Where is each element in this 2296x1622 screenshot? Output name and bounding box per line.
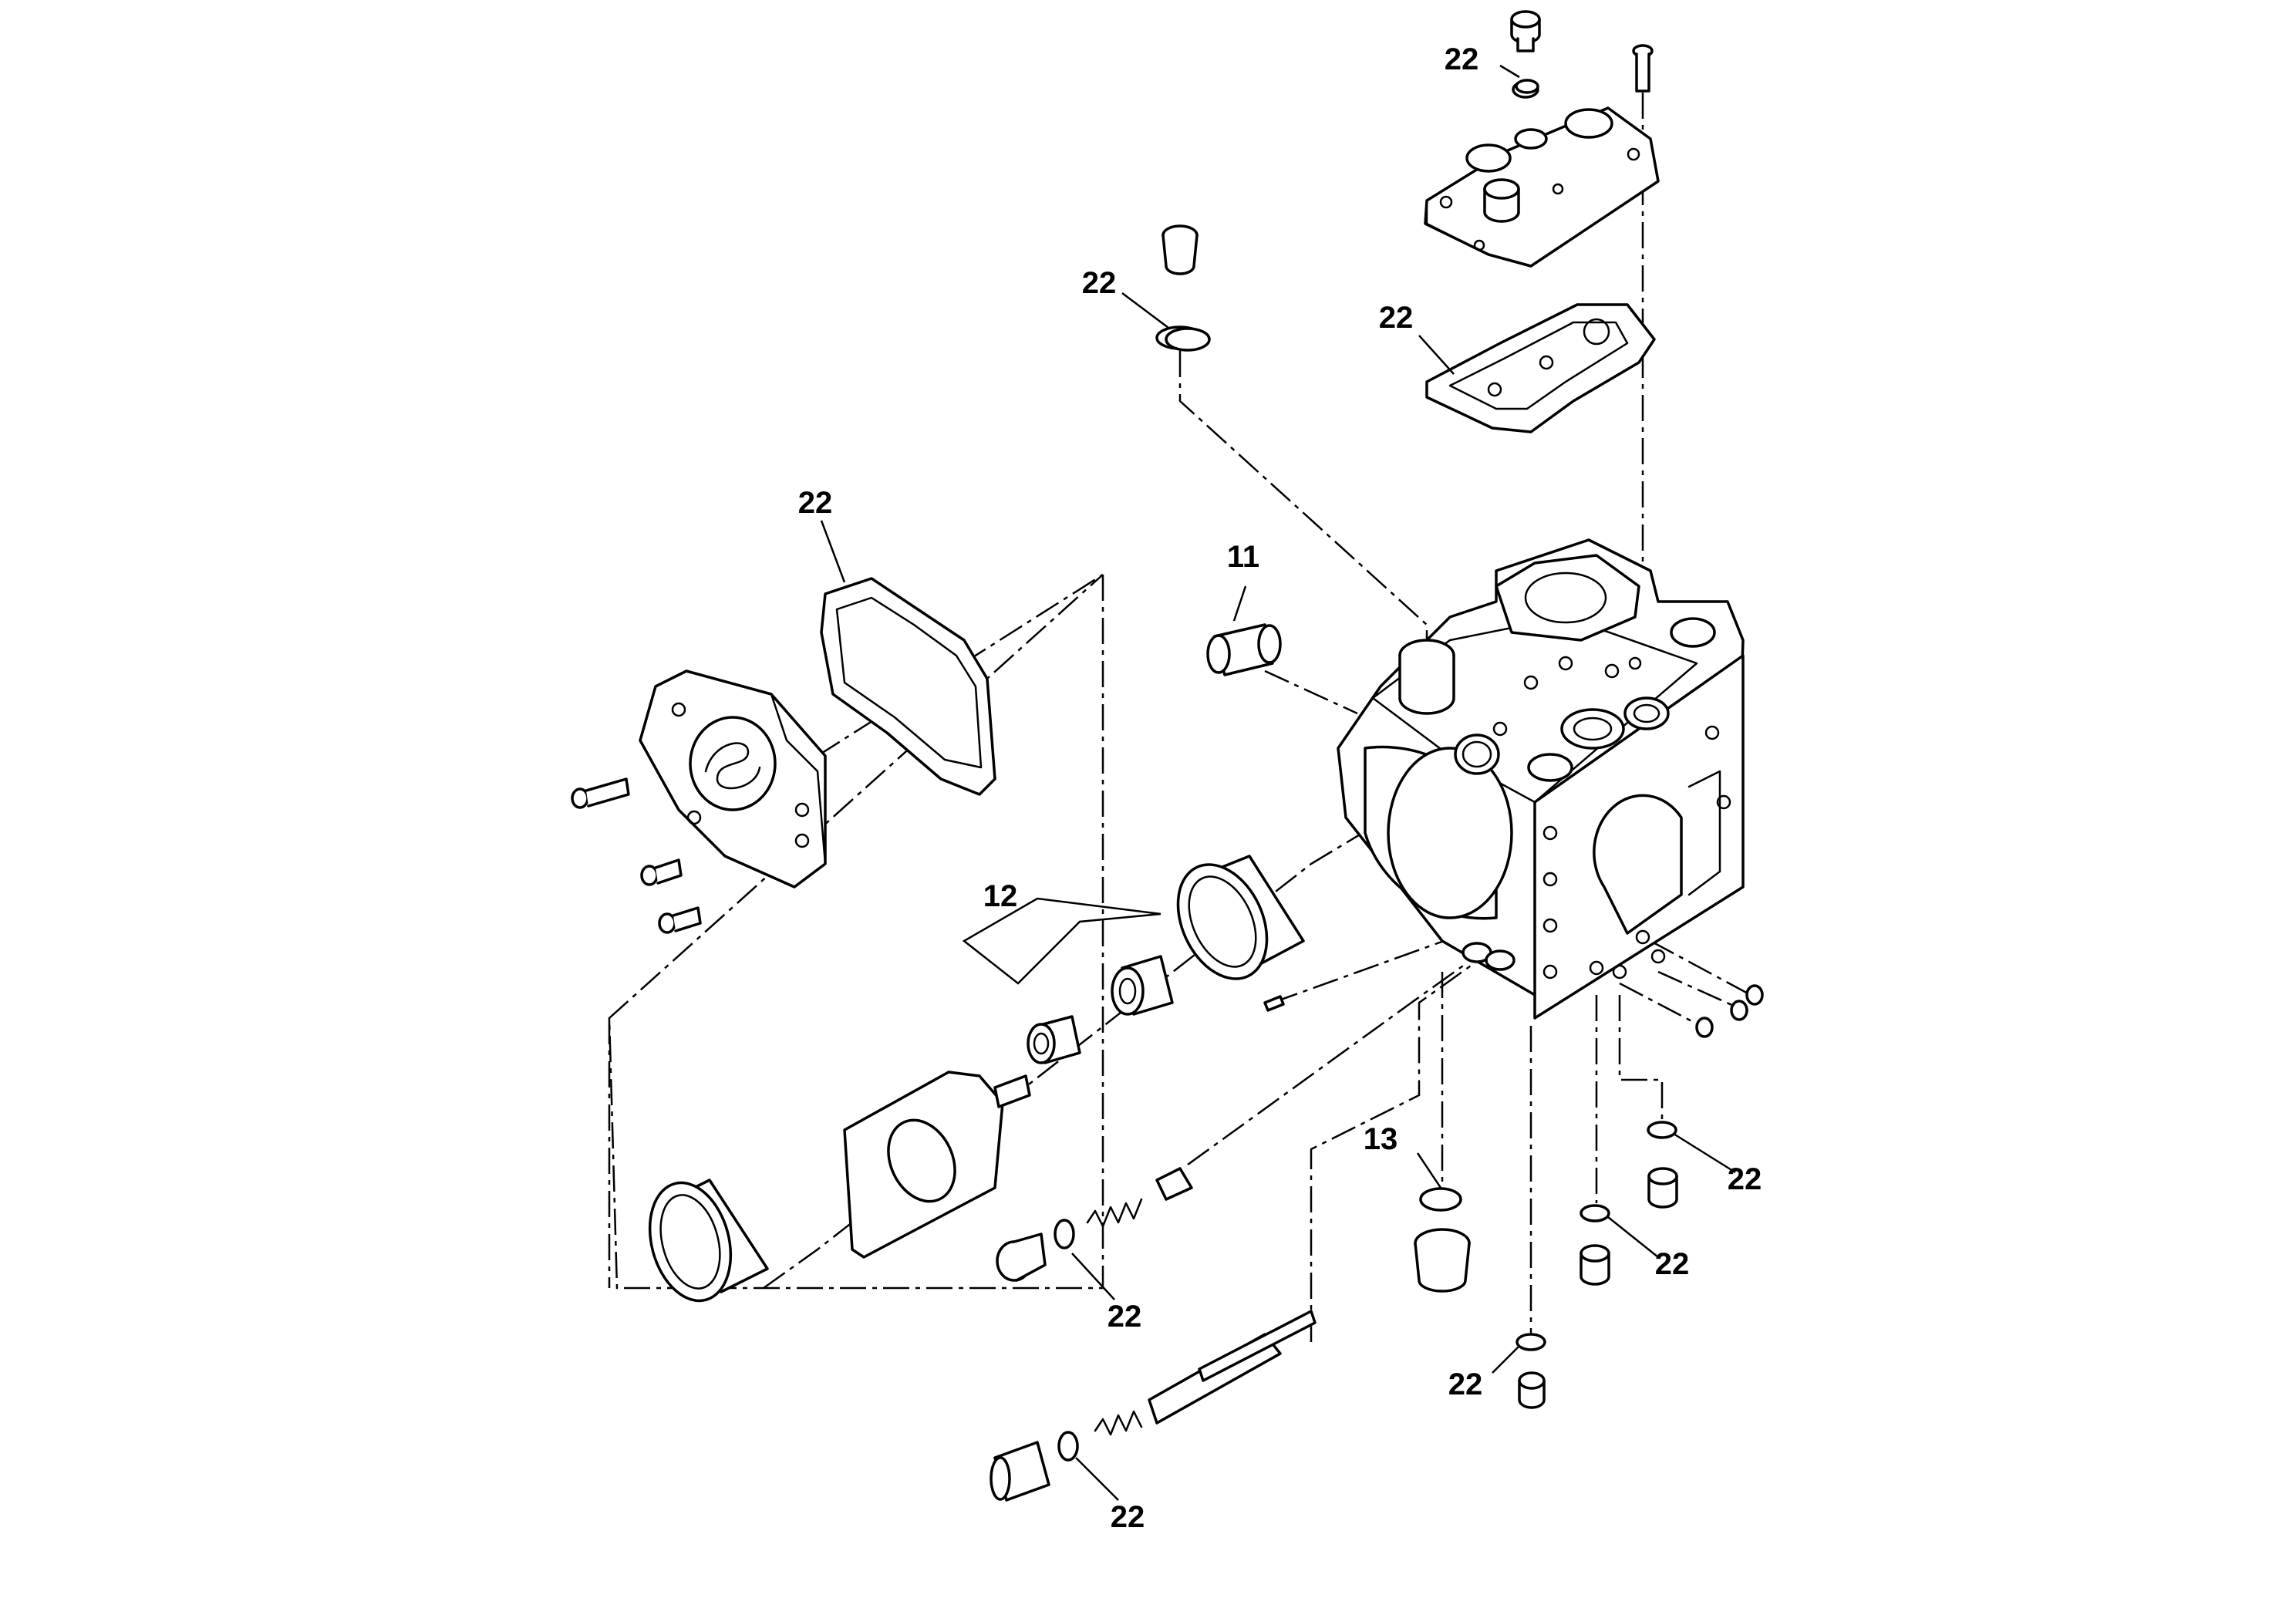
end-cover-screws — [571, 777, 702, 934]
pin — [1263, 995, 1285, 1012]
o-rings — [1054, 79, 1677, 1462]
callouts: 11 12 13 22 22 22 22 22 22 22 22 22 — [798, 42, 1762, 1534]
callout-13: 13 — [1364, 1122, 1398, 1156]
leader-lines — [820, 64, 1736, 1501]
bearing-ring-upper — [1176, 855, 1305, 980]
callout-11: 11 — [1227, 540, 1259, 574]
plug-bottom-1 — [1518, 1371, 1546, 1409]
end-cover — [639, 669, 827, 889]
callout-22-end-gasket: 22 — [798, 486, 833, 520]
valve-spring-1 — [1086, 1198, 1143, 1228]
set-screws — [1695, 984, 1764, 1038]
screw-3 — [658, 906, 702, 934]
spool-spring — [1094, 1410, 1143, 1436]
end-cover-gasket — [820, 577, 996, 796]
callout-22-port-plug: 22 — [1082, 266, 1117, 300]
valve-poppet — [1155, 1167, 1193, 1201]
callout-12: 12 — [983, 879, 1018, 913]
cover-screw — [1632, 44, 1654, 93]
control-cover-plate — [1424, 106, 1660, 268]
spool-plug — [990, 1441, 1050, 1502]
bearing-ring-lower — [648, 1179, 769, 1303]
callout-22-spool-oring: 22 — [1111, 1500, 1145, 1534]
callout-22-plug-1: 22 — [1448, 1367, 1483, 1401]
plug-bottom-2 — [1580, 1244, 1610, 1286]
callout-22-cover-gasket: 22 — [1379, 301, 1414, 335]
callout-22-cover-plug: 22 — [1445, 42, 1479, 76]
screw-1 — [571, 777, 630, 809]
callout-22-plug-3: 22 — [1728, 1162, 1762, 1196]
valve-plug-1 — [996, 1233, 1047, 1282]
pump-housing — [1337, 538, 1745, 1020]
callout-22-plug-2: 22 — [1655, 1247, 1690, 1281]
cover-gasket — [1425, 303, 1656, 433]
plug-13 — [1414, 1228, 1471, 1293]
screw-2 — [640, 858, 683, 886]
bush-11 — [1206, 623, 1282, 676]
callout-22-valve-oring: 22 — [1108, 1300, 1142, 1334]
swashplate — [843, 1071, 1031, 1259]
plug-bottom-3 — [1647, 1167, 1678, 1209]
bearing-set-12 — [1027, 955, 1174, 1064]
spool — [1148, 1310, 1317, 1425]
